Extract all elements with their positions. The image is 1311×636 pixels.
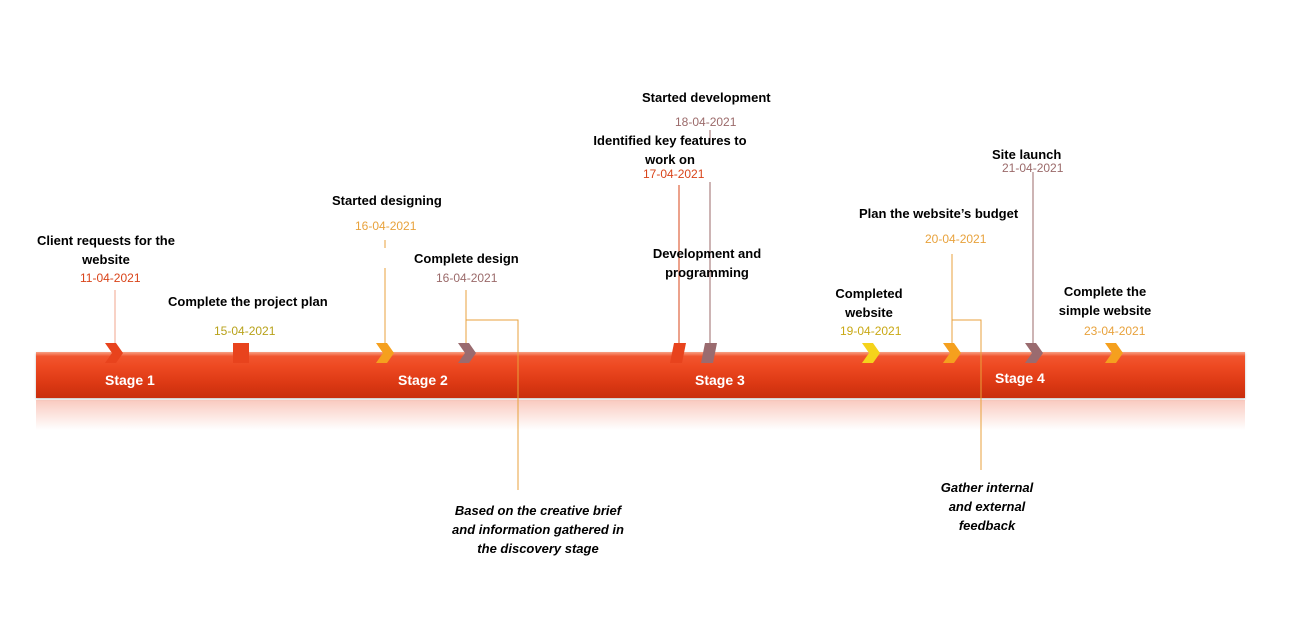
stage-1-label: Stage 1 [105, 372, 155, 388]
marker-client-requests [105, 343, 123, 363]
event-date: 21-04-2021 [1002, 161, 1064, 175]
event-title: Development and programming [652, 246, 762, 280]
event-date: 20-04-2021 [925, 232, 987, 246]
event-title: Started designing [332, 193, 442, 208]
event-date: 19-04-2021 [840, 324, 902, 338]
marker-project-plan [233, 343, 249, 363]
event-date: 11-04-2021 [80, 271, 141, 285]
stage-3-label: Stage 3 [695, 372, 745, 388]
event-title: Plan the website’s budget [859, 206, 1019, 221]
connector-design-note [466, 319, 519, 490]
event-title: Complete the project plan [168, 294, 328, 309]
marker-simple-website [1105, 343, 1123, 363]
event-date: 16-04-2021 [355, 219, 417, 233]
timeline-band-highlight [36, 352, 1245, 356]
stage-2-label: Stage 2 [398, 372, 448, 388]
marker-site-launch [1025, 343, 1043, 363]
event-date: 16-04-2021 [436, 271, 498, 285]
stage-4-label: Stage 4 [995, 370, 1045, 386]
marker-started-designing [376, 343, 394, 363]
event-date: 23-04-2021 [1084, 324, 1146, 338]
event-date: 15-04-2021 [214, 324, 276, 338]
event-title: Complete the simple website [1058, 284, 1152, 318]
event-title: Client requests for the website [37, 233, 175, 267]
marker-key-features [670, 343, 686, 363]
timeline-reflection [36, 400, 1245, 430]
event-title: Completed website [835, 286, 903, 320]
marker-completed-website [862, 343, 880, 363]
connector-feedback-note [952, 319, 982, 470]
note-feedback: Gather internal and external feedback [940, 480, 1034, 533]
event-title: Site launch [992, 147, 1062, 162]
marker-complete-design [458, 343, 476, 363]
event-title: Identified key features to work on [593, 133, 747, 167]
event-title: Complete design [414, 251, 519, 266]
marker-started-development [701, 343, 717, 363]
event-date: 18-04-2021 [675, 115, 737, 129]
note-design-basis: Based on the creative brief and informat… [452, 503, 624, 556]
marker-budget [943, 343, 961, 363]
event-title: Started development [642, 90, 771, 105]
event-date: 17-04-2021 [643, 167, 705, 181]
